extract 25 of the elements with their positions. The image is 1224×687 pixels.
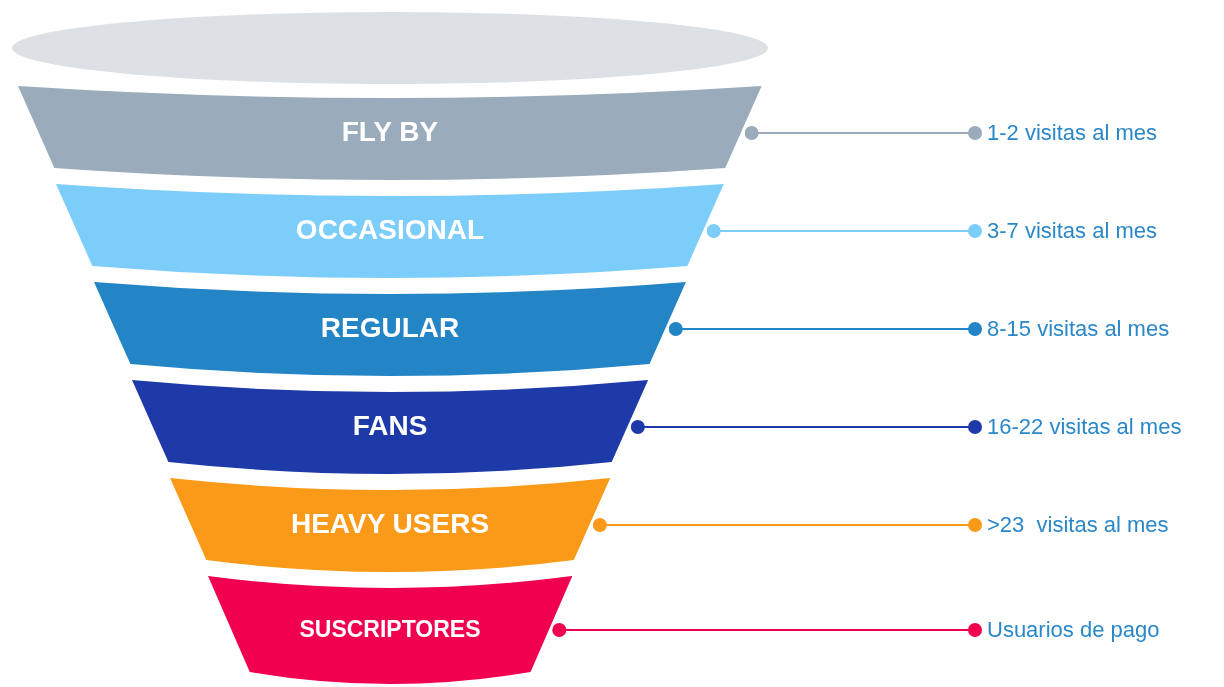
- band-label: HEAVY USERS: [289, 508, 491, 541]
- band-label: SUSCRIPTORES: [298, 616, 482, 644]
- level-label: 8-15 visitas al mes: [987, 315, 1170, 343]
- leader-line: [668, 322, 982, 336]
- funnel-band: [56, 184, 724, 278]
- level-label: Usuarios de pago: [987, 616, 1160, 644]
- leader-line: [630, 420, 982, 434]
- funnel-band: [131, 380, 648, 474]
- band-label: FLY BY: [340, 116, 440, 149]
- leader-line: [744, 126, 982, 140]
- band-label: OCCASIONAL: [294, 214, 486, 247]
- funnel-band: [207, 576, 573, 684]
- leader-line: [706, 224, 982, 238]
- leader-line: [552, 623, 982, 637]
- band-label: REGULAR: [319, 312, 461, 345]
- funnel-rim: [12, 12, 768, 84]
- level-label: 1-2 visitas al mes: [987, 119, 1157, 147]
- funnel-band: [169, 478, 611, 572]
- level-label: 16-22 visitas al mes: [987, 413, 1182, 441]
- leader-line: [592, 518, 982, 532]
- level-label: 3-7 visitas al mes: [987, 217, 1157, 245]
- funnel-band: [94, 282, 686, 376]
- band-label: FANS: [351, 410, 429, 443]
- funnel-band: [18, 86, 762, 180]
- level-label: >23 visitas al mes: [987, 511, 1169, 539]
